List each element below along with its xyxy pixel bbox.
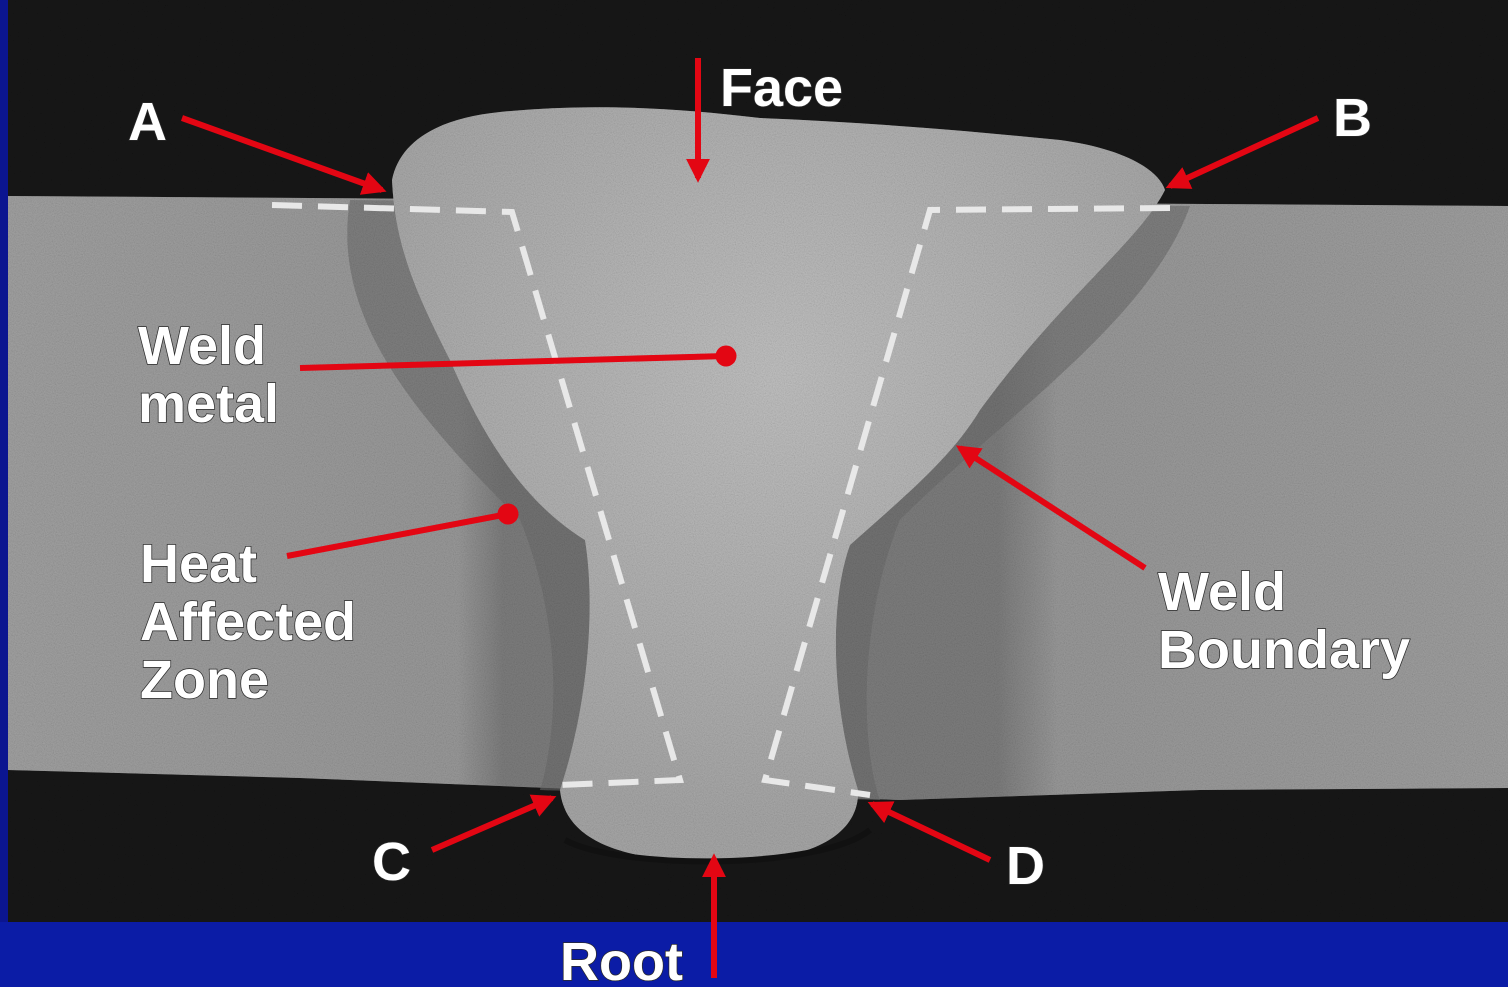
label-haz-line3: Zone	[140, 650, 269, 710]
label-weld-boundary-line2: Boundary	[1158, 620, 1410, 680]
label-weld-boundary-line1: Weld	[1158, 562, 1286, 622]
left-edge-bar	[0, 0, 8, 922]
label-haz-line2: Affected	[140, 592, 356, 652]
label-weld-metal-line2: metal	[138, 374, 279, 434]
label-face: Face	[720, 58, 843, 118]
label-haz-line1: Heat	[140, 534, 257, 594]
label-c: C	[372, 832, 411, 892]
label-b: B	[1333, 88, 1372, 148]
label-root: Root	[560, 932, 683, 987]
label-weld-metal-line1: Weld	[138, 316, 266, 376]
label-d: D	[1006, 836, 1045, 896]
footer-bar	[0, 922, 1508, 987]
label-a: A	[128, 92, 167, 152]
